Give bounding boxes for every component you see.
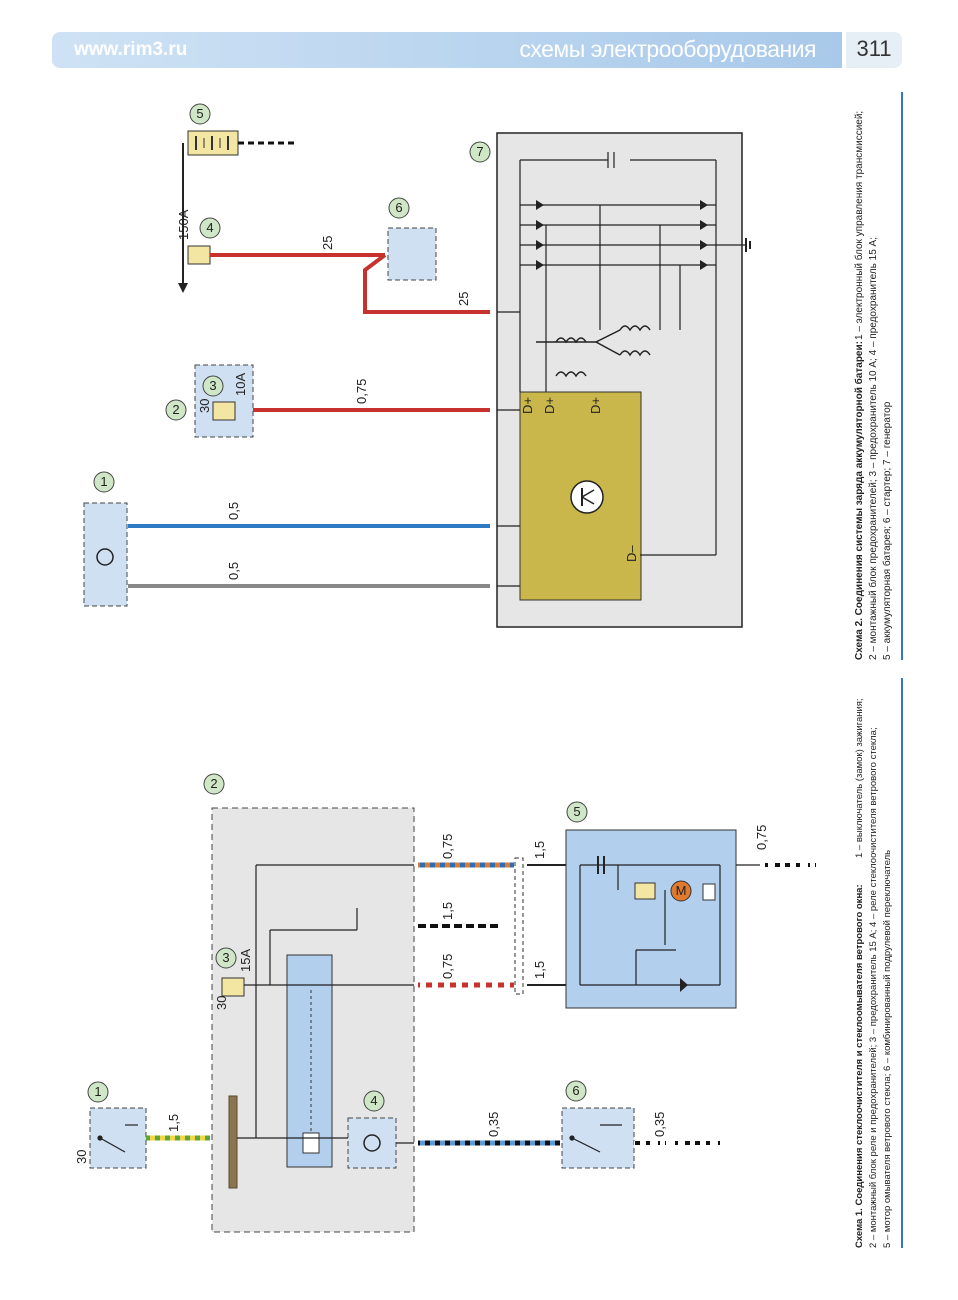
wire-label-15c: 1,5 <box>532 841 547 859</box>
scheme2-diagram: 1 0,5 0,5 30 10A 2 3 0,75 5 150A 4 <box>83 103 751 628</box>
pin-30: 30 <box>197 399 212 413</box>
callout-4b-label: 4 <box>370 1093 377 1108</box>
scheme1-caption-line1: 1 – выключатель (замок) зажигания; <box>854 698 865 858</box>
fuse-150a-label: 150A <box>176 209 191 240</box>
callout-6b <box>565 1080 587 1102</box>
scheme1-caption-title: Схема 1. Соединения стеклоочистителя и с… <box>854 884 865 1248</box>
fuse-15a-label: 15A <box>238 949 253 972</box>
callout-1-label: 1 <box>100 474 107 489</box>
scheme1-caption-line2: 2 – монтажный блок реле и предохранителе… <box>868 727 879 1248</box>
wire-label-075a: 0,75 <box>440 834 455 859</box>
wire-label-035a: 0,35 <box>486 1112 501 1137</box>
scheme2-caption-line2: 2 – монтажный блок предохранителей; 3 – … <box>867 237 879 660</box>
callout-1 <box>93 471 115 493</box>
callout-6 <box>388 197 410 219</box>
motor-m-label: M <box>676 883 687 898</box>
page-number-box: 311 <box>846 32 902 68</box>
washer-motor-box <box>565 829 737 1009</box>
wire-label-075: 0,75 <box>354 379 369 404</box>
callout-1b <box>87 1081 109 1103</box>
pin-30b: 30 <box>74 1150 89 1164</box>
wire-red-25b <box>363 253 490 314</box>
wire-label-075c: 0,75 <box>754 825 769 850</box>
regulator-transistor-icon <box>570 480 604 514</box>
fuse-10a-label: 10A <box>233 373 248 396</box>
busbar <box>228 1095 238 1189</box>
page-number: 311 <box>856 36 892 61</box>
pin-30c: 30 <box>214 996 229 1010</box>
wire-label-25b: 25 <box>456 292 471 306</box>
page-header-bar: www.rim3.ru схемы электрооборудования <box>52 32 842 68</box>
wire-label-05a: 0,5 <box>226 502 241 520</box>
callout-7 <box>469 141 491 163</box>
callout-2-label: 2 <box>172 402 179 417</box>
wire-label-075b: 0,75 <box>440 954 455 979</box>
stator-windings <box>536 325 651 378</box>
scheme1-caption-line3: 5 – мотор омывателя ветрового стекла; 6 … <box>882 850 893 1248</box>
callout-5 <box>189 103 211 125</box>
scheme2-caption-line1: 1 – электронный блок управления трансмис… <box>853 111 865 340</box>
scheme2-caption: Схема 2. Соединения системы заряда аккум… <box>853 92 903 660</box>
pin-dminus: D– <box>624 545 639 562</box>
pin-dplus-2: D+ <box>520 397 535 414</box>
relay-4-transistor-icon <box>363 1134 381 1152</box>
fuse-15a <box>221 977 245 997</box>
wire-label-25a: 25 <box>320 236 335 250</box>
stalk-switch-symbol <box>569 1124 622 1153</box>
callout-5-label: 5 <box>196 106 203 121</box>
callout-2 <box>165 399 187 421</box>
callout-6-label: 6 <box>395 200 402 215</box>
mounting-block-wiring <box>237 864 414 1144</box>
wire-label-15b: 1,5 <box>440 902 455 920</box>
callout-6b-label: 6 <box>572 1083 579 1098</box>
callout-3 <box>202 375 224 397</box>
callout-2b-label: 2 <box>210 776 217 791</box>
callout-4-label: 4 <box>206 220 213 235</box>
callout-4 <box>199 217 221 239</box>
wire-label-05b: 0,5 <box>226 562 241 580</box>
callout-2b <box>203 773 225 795</box>
wire-label-15: 1,5 <box>166 1114 181 1132</box>
fuse-150a <box>187 245 211 265</box>
scheme1-diagram: 1 30 1,5 2 3 15A 30 4 <box>74 773 820 1233</box>
callout-7-label: 7 <box>476 144 483 159</box>
site-url[interactable]: www.rim3.ru <box>74 39 188 60</box>
callout-3b <box>215 947 237 969</box>
ignition-switch-symbol <box>97 1124 138 1153</box>
rectifier-bridge <box>497 152 746 587</box>
callout-5b <box>566 801 588 823</box>
pin-dplus-1: D+ <box>542 397 557 414</box>
scheme2-fuse-block <box>194 364 254 438</box>
scheme2-caption-title: Схема 2. Соединения системы заряда аккум… <box>853 341 865 660</box>
wire-label-035b: 0,35 <box>652 1112 667 1137</box>
starter-box <box>387 227 437 281</box>
rectifier-diodes <box>536 200 708 270</box>
pin-dplus-3: D+ <box>588 397 603 414</box>
motor-icon <box>670 880 692 902</box>
scheme2-caption-line3: 5 – аккумуляторная батарея; 6 – стартер;… <box>881 401 893 660</box>
relay-4-box <box>347 1117 397 1169</box>
callout-5b-label: 5 <box>573 804 580 819</box>
wiper-relay <box>286 954 333 1168</box>
wire-label-15d: 1,5 <box>532 961 547 979</box>
callout-3b-label: 3 <box>222 950 229 965</box>
callout-4b <box>363 1090 385 1112</box>
thermal-fuse <box>634 882 656 900</box>
fuse-10a <box>212 401 236 421</box>
scheme2-tcu-box <box>83 502 128 607</box>
section-title: схемы электрооборудования <box>519 36 816 62</box>
transistor-icon <box>96 548 114 566</box>
callout-3-label: 3 <box>209 378 216 393</box>
scheme1-caption: Схема 1. Соединения стеклоочистителя и с… <box>854 678 903 1248</box>
callout-1b-label: 1 <box>94 1084 101 1099</box>
